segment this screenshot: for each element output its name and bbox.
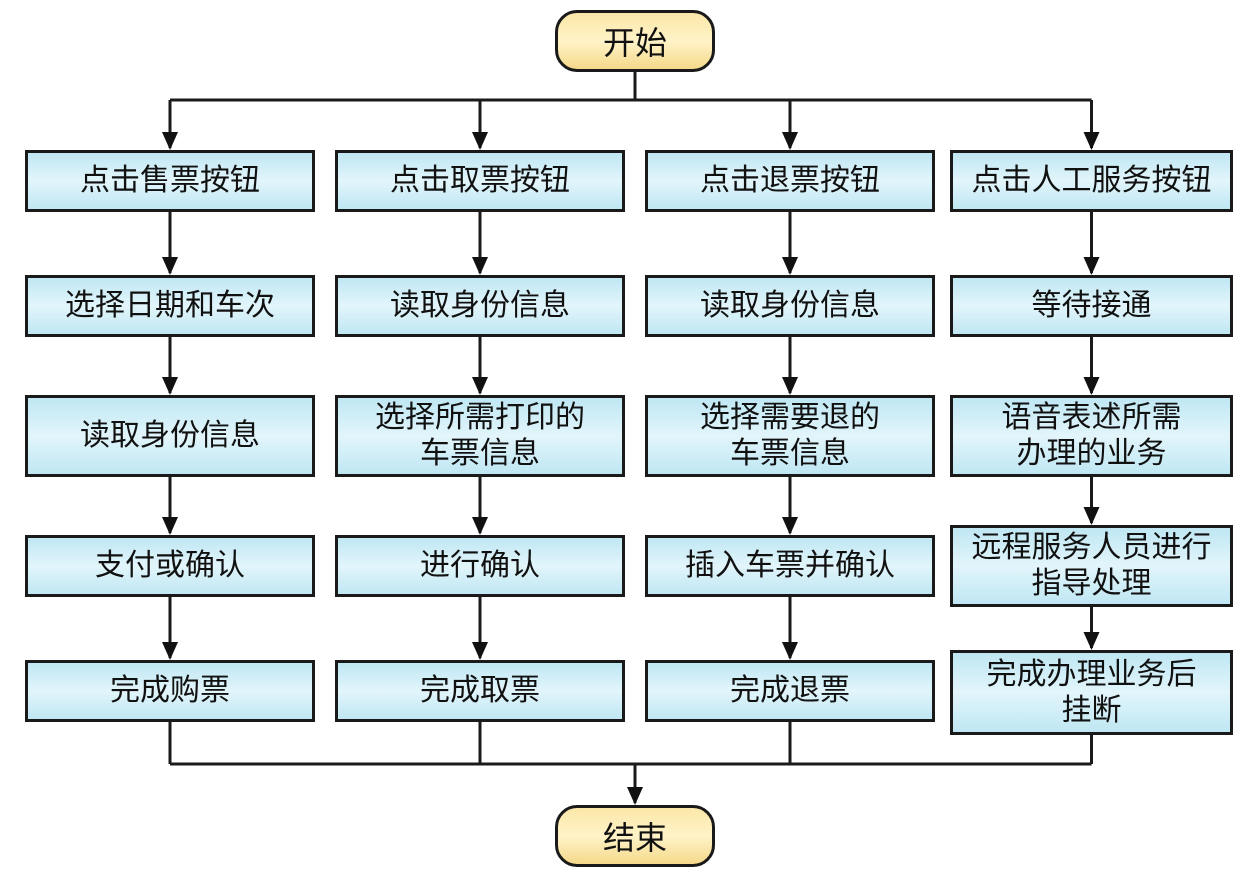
step-label: 插入车票并确认: [685, 548, 895, 583]
step-label: 远程服务人员进行 指导处理: [971, 530, 1212, 601]
arrow-head: [1083, 257, 1100, 275]
arrow-head: [1083, 377, 1100, 395]
arrow-head: [162, 642, 178, 660]
step-box-service-4: 远程服务人员进行 指导处理: [950, 525, 1233, 607]
arrow-head: [782, 517, 798, 535]
step-box-sell-4: 支付或确认: [25, 535, 315, 597]
step-label: 完成退票: [730, 673, 850, 708]
step-label: 支付或确认: [95, 548, 245, 583]
arrow-head: [472, 132, 488, 150]
step-label: 点击取票按钮: [390, 163, 570, 198]
step-label: 完成办理业务后 挂断: [986, 656, 1197, 728]
step-label: 读取身份信息: [390, 288, 570, 323]
step-label: 选择日期和车次: [65, 288, 275, 323]
step-box-sell-3: 读取身份信息: [25, 395, 315, 477]
step-box-refund-2: 读取身份信息: [645, 275, 935, 337]
arrow-head: [782, 132, 798, 150]
arrow-head: [1083, 132, 1100, 150]
step-box-collect-4: 进行确认: [335, 535, 625, 597]
step-label: 选择需要退的 车票信息: [700, 400, 880, 471]
step-box-collect-3: 选择所需打印的 车票信息: [335, 395, 625, 477]
step-label: 等待接通: [1031, 288, 1152, 323]
step-label: 读取身份信息: [700, 288, 880, 323]
step-label: 读取身份信息: [80, 418, 260, 453]
arrow-head: [782, 642, 798, 660]
step-box-collect-1: 点击取票按钮: [335, 150, 625, 212]
arrow-head: [472, 377, 488, 395]
arrow-head: [627, 787, 643, 805]
start-node: 开始: [555, 10, 715, 72]
step-label: 点击人工服务按钮: [971, 163, 1212, 198]
arrow-head: [1083, 507, 1100, 525]
arrow-head: [782, 257, 798, 275]
step-label: 点击售票按钮: [80, 163, 260, 198]
arrow-head: [162, 132, 178, 150]
step-box-refund-5: 完成退票: [645, 660, 935, 722]
step-label: 完成购票: [110, 673, 230, 708]
end-label: 结束: [602, 819, 667, 857]
arrow-head: [162, 257, 178, 275]
step-label: 点击退票按钮: [700, 163, 880, 198]
arrow-head: [162, 377, 178, 395]
step-label: 进行确认: [420, 548, 540, 583]
step-box-collect-5: 完成取票: [335, 660, 625, 722]
arrow-head: [472, 257, 488, 275]
step-box-service-2: 等待接通: [950, 275, 1233, 337]
arrow-head: [1083, 632, 1100, 650]
step-box-service-1: 点击人工服务按钮: [950, 150, 1233, 212]
step-box-service-3: 语音表述所需 办理的业务: [950, 395, 1233, 477]
arrow-head: [162, 517, 178, 535]
step-label: 语音表述所需 办理的业务: [1001, 400, 1182, 471]
step-label: 完成取票: [420, 673, 540, 708]
step-label: 选择所需打印的 车票信息: [375, 400, 585, 471]
step-box-collect-2: 读取身份信息: [335, 275, 625, 337]
start-label: 开始: [602, 24, 667, 62]
step-box-refund-4: 插入车票并确认: [645, 535, 935, 597]
step-box-refund-1: 点击退票按钮: [645, 150, 935, 212]
step-box-service-5: 完成办理业务后 挂断: [950, 650, 1233, 735]
step-box-sell-2: 选择日期和车次: [25, 275, 315, 337]
step-box-sell-5: 完成购票: [25, 660, 315, 722]
arrow-head: [472, 517, 488, 535]
arrow-head: [782, 377, 798, 395]
end-node: 结束: [555, 805, 715, 867]
step-box-sell-1: 点击售票按钮: [25, 150, 315, 212]
step-box-refund-3: 选择需要退的 车票信息: [645, 395, 935, 477]
arrow-head: [472, 642, 488, 660]
